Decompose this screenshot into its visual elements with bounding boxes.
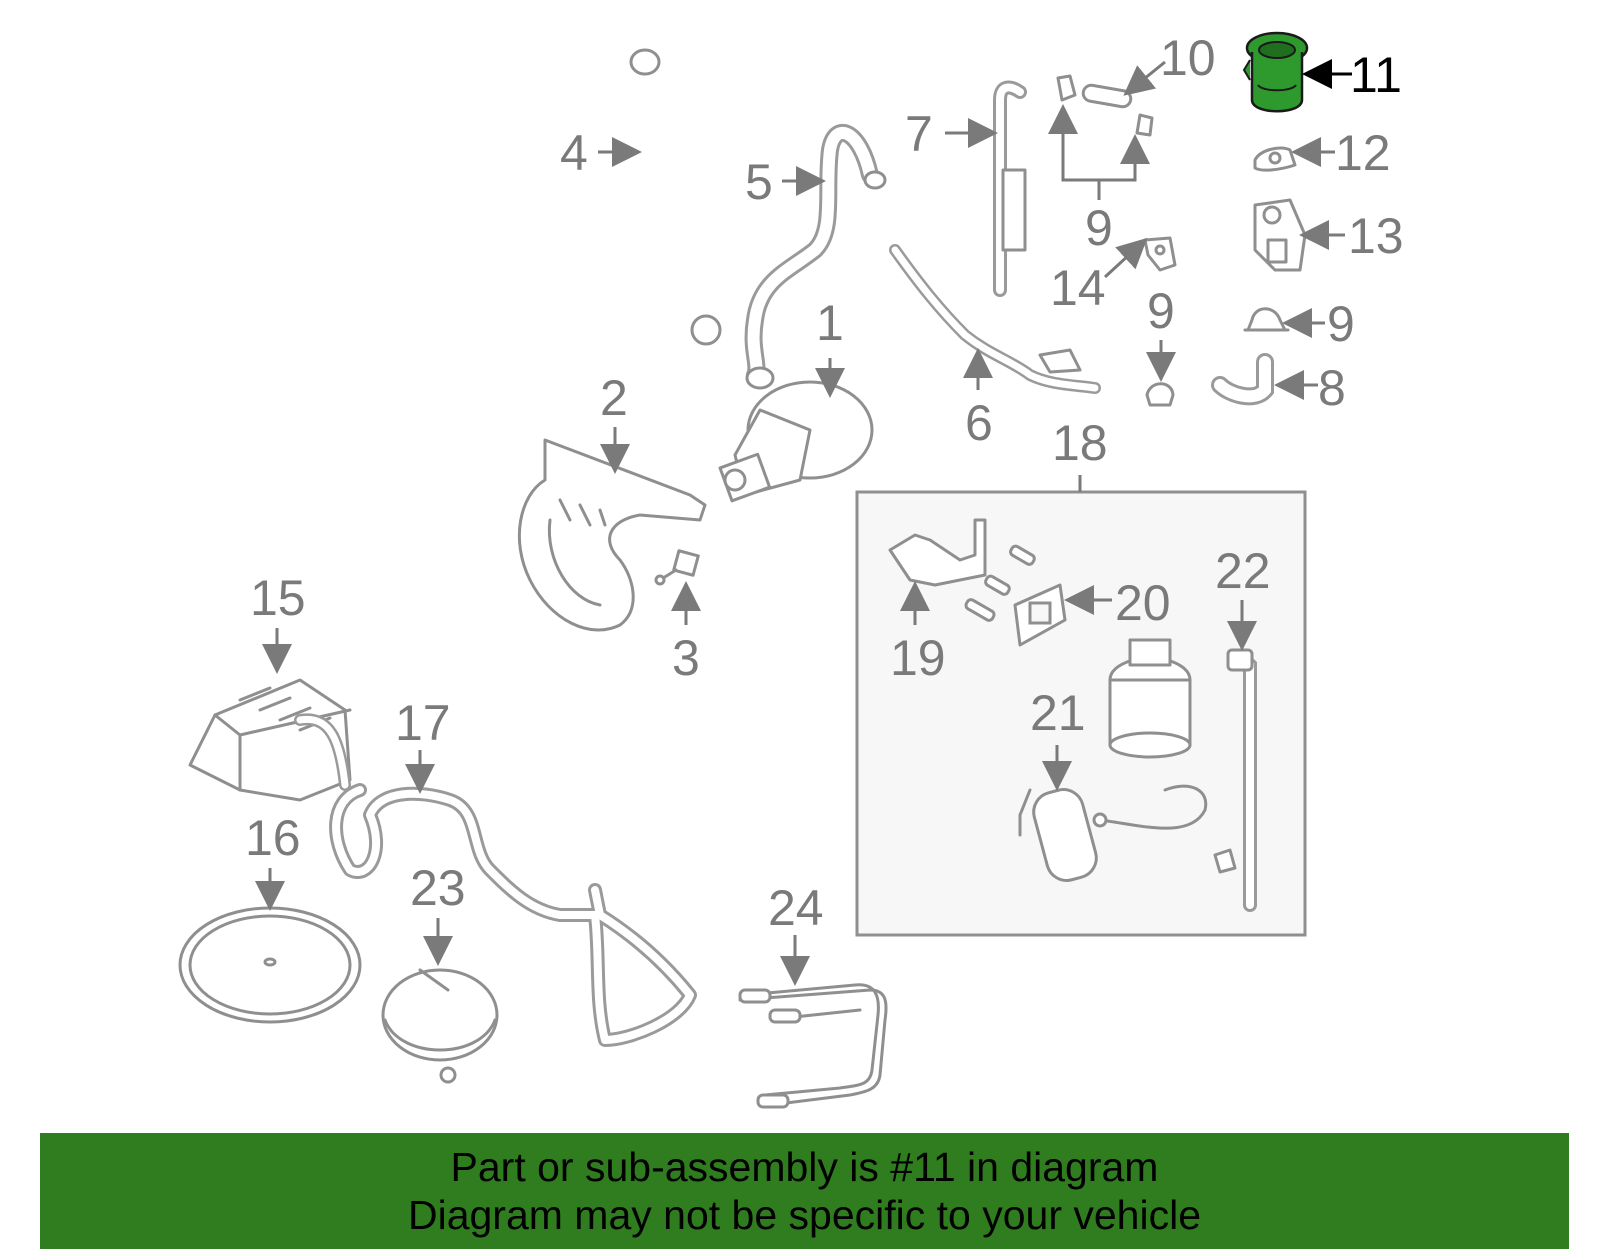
label-3: 3 — [672, 630, 700, 686]
part-9-grommet[interactable] — [1243, 307, 1290, 332]
label-23: 23 — [410, 860, 466, 916]
part-1-air-pump[interactable] — [718, 380, 874, 503]
label-6: 6 — [965, 395, 993, 451]
label-4: 4 — [560, 125, 588, 181]
footer-banner: Part or sub-assembly is #11 in diagram D… — [40, 1133, 1569, 1249]
part-2-heat-shield[interactable] — [517, 438, 707, 632]
part-3-sensor[interactable] — [654, 549, 700, 586]
part-5-hose[interactable] — [744, 123, 887, 390]
label-9b: 9 — [1147, 283, 1175, 339]
part-8-elbow[interactable] — [1211, 353, 1274, 406]
part-21-filter-assembly[interactable] — [1018, 638, 1237, 885]
label-24: 24 — [768, 880, 824, 936]
part-14-bracket[interactable] — [1143, 236, 1177, 272]
part-10-hose[interactable] — [1056, 74, 1154, 137]
label-8: 8 — [1318, 360, 1346, 416]
part-7-pipe[interactable] — [993, 80, 1027, 297]
part-16-gasket[interactable] — [178, 906, 362, 1024]
part-11-highlighted[interactable] — [1242, 31, 1309, 113]
part-13-valve[interactable] — [1253, 198, 1307, 272]
part-4-hose[interactable] — [629, 48, 722, 346]
part-17-pipe[interactable] — [329, 783, 697, 1047]
label-18: 18 — [1052, 415, 1108, 471]
label-16: 16 — [245, 810, 301, 866]
label-10: 10 — [1160, 30, 1216, 86]
part-23-reservoir[interactable] — [381, 968, 499, 1084]
part-24-lines[interactable] — [738, 983, 888, 1109]
label-9a: 9 — [1085, 200, 1113, 256]
bolts-19 — [964, 544, 1036, 622]
label-11: 11 — [1350, 47, 1402, 103]
label-14: 14 — [1050, 260, 1106, 316]
part-12-clip[interactable] — [1253, 146, 1297, 172]
footer-line-2: Diagram may not be specific to your vehi… — [407, 1192, 1201, 1238]
label-2: 2 — [600, 370, 628, 426]
label-19: 19 — [890, 630, 946, 686]
label-17: 17 — [395, 695, 451, 751]
label-12: 12 — [1335, 125, 1391, 181]
label-1: 1 — [816, 295, 844, 351]
label-13: 13 — [1348, 208, 1404, 264]
label-15: 15 — [250, 570, 306, 626]
label-5: 5 — [745, 154, 773, 210]
label-22: 22 — [1215, 543, 1271, 599]
part-15-charcoal-canister[interactable] — [188, 678, 352, 802]
part-20-bracket[interactable] — [1013, 583, 1067, 647]
bracket-9a — [1061, 112, 1137, 182]
label-9c: 9 — [1327, 296, 1355, 352]
label-21: 21 — [1030, 685, 1086, 741]
label-7: 7 — [905, 106, 933, 162]
part-9-cap[interactable] — [1145, 382, 1175, 407]
label-20: 20 — [1115, 575, 1171, 631]
footer-line-1: Part or sub-assembly is #11 in diagram — [450, 1144, 1159, 1190]
